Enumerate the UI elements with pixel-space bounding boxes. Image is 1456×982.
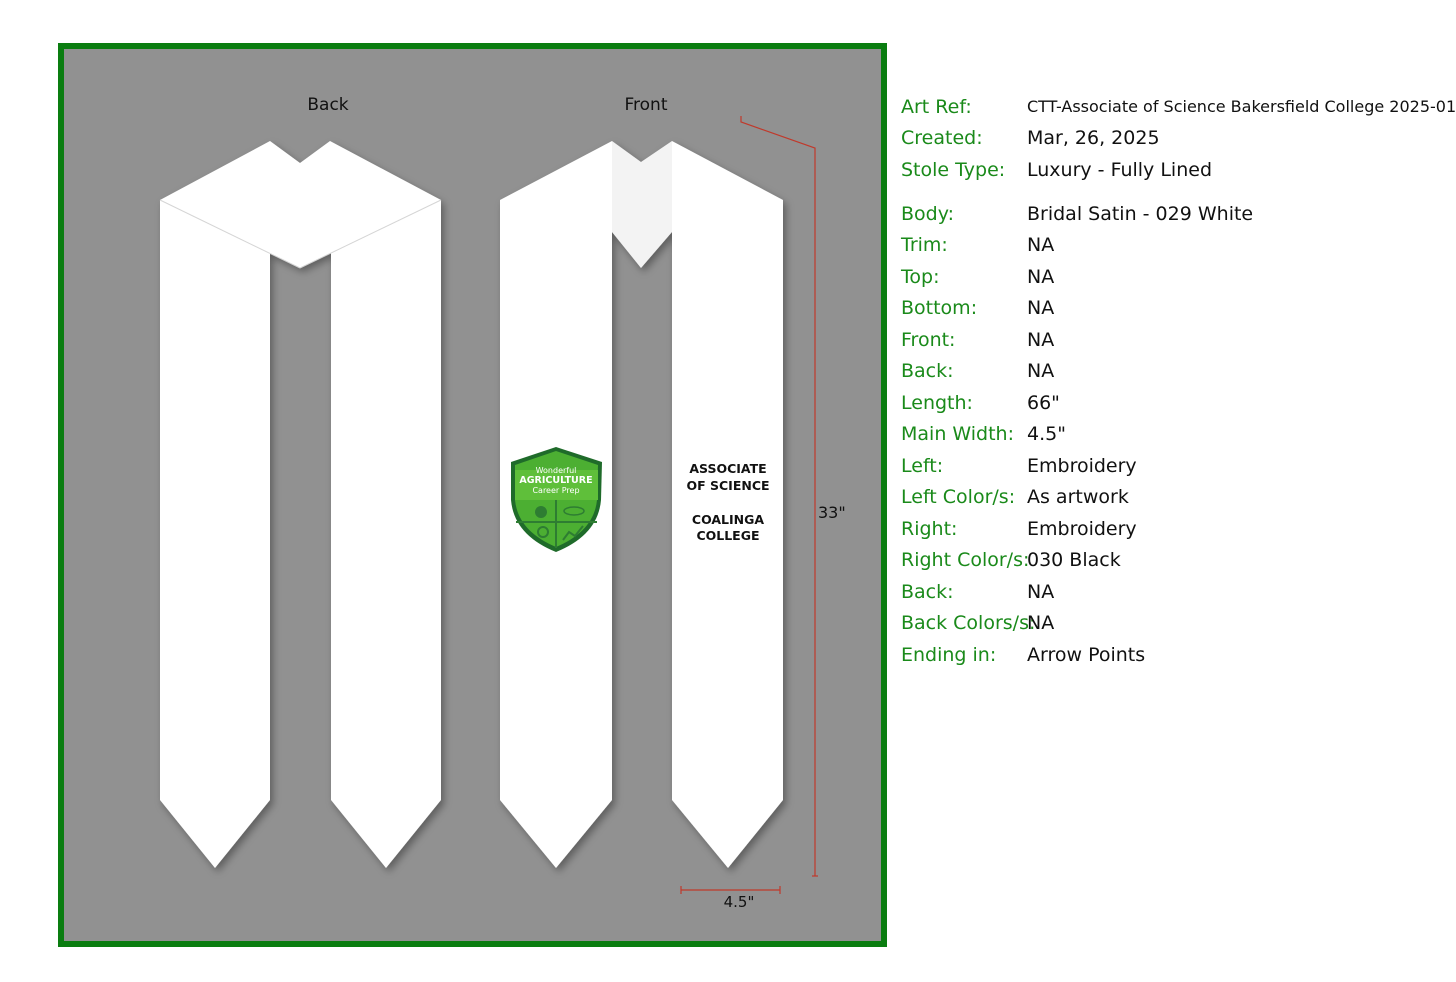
chart-icon bbox=[562, 525, 584, 541]
back-view-label: Back bbox=[307, 95, 348, 115]
back-fold-edge-2 bbox=[299, 199, 442, 269]
spec-value: Arrow Points bbox=[1027, 644, 1146, 666]
spec-label: Bottom: bbox=[901, 297, 978, 319]
logo-banner bbox=[515, 470, 598, 500]
spec-value: Mar, 26, 2025 bbox=[1027, 127, 1160, 149]
spec-value: NA bbox=[1027, 581, 1055, 603]
spec-label: Right: bbox=[901, 518, 958, 540]
spec-label: Main Width: bbox=[901, 423, 1014, 445]
spec-label: Body: bbox=[901, 203, 954, 225]
logo-line-1: Wonderful bbox=[536, 466, 577, 475]
right-text-line-4: COLLEGE bbox=[696, 528, 759, 543]
width-dimension-label: 4.5" bbox=[724, 893, 755, 911]
spec-value: 66" bbox=[1027, 392, 1060, 414]
back-neck-fold bbox=[160, 141, 441, 268]
spec-value: As artwork bbox=[1027, 486, 1129, 508]
spec-label: Left: bbox=[901, 455, 944, 477]
spec-label: Ending in: bbox=[901, 644, 997, 666]
sun-icon bbox=[535, 506, 547, 518]
spec-label: Left Color/s: bbox=[901, 486, 1016, 508]
front-right-panel bbox=[672, 141, 783, 868]
width-dimension bbox=[680, 886, 781, 894]
logo-line-2: AGRICULTURE bbox=[519, 475, 592, 486]
back-right-panel bbox=[331, 200, 441, 868]
spec-label: Back: bbox=[901, 360, 954, 382]
spec-value: NA bbox=[1027, 360, 1055, 382]
length-dimension-label: 33" bbox=[818, 503, 846, 522]
front-view-label: Front bbox=[625, 95, 668, 115]
spec-value: Embroidery bbox=[1027, 518, 1137, 540]
spec-value: 030 Black bbox=[1027, 549, 1121, 571]
length-dimension bbox=[740, 116, 818, 877]
spec-label: Stole Type: bbox=[901, 159, 1006, 181]
spec-label: Back: bbox=[901, 581, 954, 603]
spec-label: Length: bbox=[901, 392, 973, 414]
spec-value: NA bbox=[1027, 297, 1055, 319]
spec-value: NA bbox=[1027, 266, 1055, 288]
right-text-line-1: ASSOCIATE bbox=[689, 461, 766, 476]
spec-value: NA bbox=[1027, 234, 1055, 256]
spec-value: NA bbox=[1027, 612, 1055, 634]
spec-label: Front: bbox=[901, 329, 956, 351]
logo-line-3: Career Prep bbox=[532, 486, 579, 495]
back-left-panel bbox=[160, 200, 270, 868]
spec-label: Created: bbox=[901, 127, 983, 149]
right-text-line-2: OF SCIENCE bbox=[686, 478, 769, 493]
spec-value: 4.5" bbox=[1027, 423, 1066, 445]
agriculture-logo: Wonderful AGRICULTURE Career Prep bbox=[511, 447, 602, 552]
spec-label: Art Ref: bbox=[901, 96, 972, 118]
spec-label: Back Colors/s: bbox=[901, 612, 1036, 634]
right-embroidery-text: ASSOCIATE OF SCIENCE COALINGA COLLEGE bbox=[686, 461, 769, 543]
front-neck-back bbox=[612, 141, 672, 268]
atom-icon bbox=[563, 506, 585, 516]
spec-value: NA bbox=[1027, 329, 1055, 351]
spec-value: Embroidery bbox=[1027, 455, 1137, 477]
spec-label: Right Color/s: bbox=[901, 549, 1030, 571]
spec-value: Bridal Satin - 029 White bbox=[1027, 203, 1254, 225]
spec-label: Trim: bbox=[901, 234, 948, 256]
spec-value: Luxury - Fully Lined bbox=[1027, 159, 1212, 181]
back-fold-edge bbox=[159, 199, 301, 269]
spec-value: CTT-Associate of Science Bakersfield Col… bbox=[1027, 97, 1456, 116]
stole-back-view bbox=[160, 141, 441, 868]
gear-icon bbox=[537, 526, 549, 538]
spec-label: Top: bbox=[901, 266, 940, 288]
right-text-line-3: COALINGA bbox=[692, 512, 764, 527]
